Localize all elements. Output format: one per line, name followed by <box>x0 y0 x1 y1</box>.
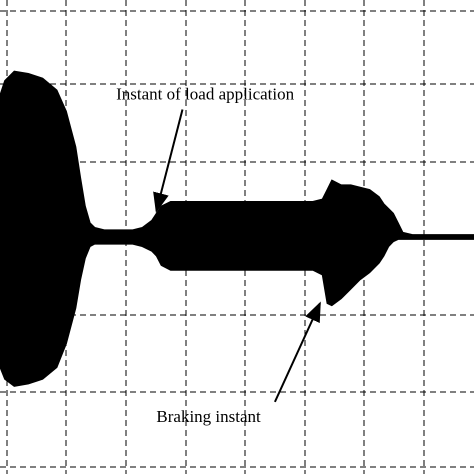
annotation-arrow <box>274 301 321 403</box>
waveform-envelope <box>0 70 474 387</box>
annotation-label: Instant of load application <box>116 85 294 104</box>
annotation-label: Braking instant <box>156 407 261 426</box>
annotation-arrow <box>153 109 184 213</box>
